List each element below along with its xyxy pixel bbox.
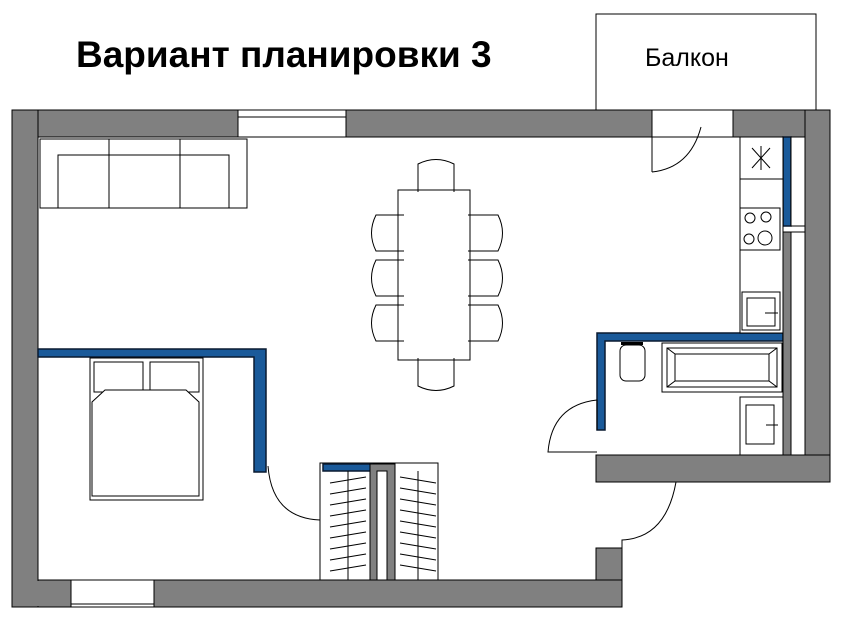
chair: [417, 358, 455, 391]
bathroom-door[interactable]: [547, 399, 598, 453]
kitchen-partition: [782, 136, 806, 456]
bathroom-sink-icon: [739, 396, 784, 456]
chair: [468, 259, 503, 297]
chair: [371, 304, 404, 342]
balcony-label: Балкон: [645, 44, 729, 72]
bed: [89, 357, 204, 501]
kitchen-sink-icon: [741, 291, 781, 331]
dining-chairs: [371, 159, 503, 391]
balcony: Балкон: [595, 13, 817, 111]
wardrobe: [319, 462, 439, 581]
dining-table: [397, 189, 471, 361]
fridge-icon: [751, 146, 771, 170]
window-top: [237, 109, 347, 138]
chair: [371, 259, 404, 297]
toilet-icon: [619, 342, 646, 382]
bathtub: [661, 342, 783, 393]
entrance-door[interactable]: [612, 481, 677, 549]
chair: [468, 214, 503, 252]
sofa: [39, 138, 248, 209]
bedroom-door[interactable]: [267, 465, 321, 521]
window-bottom: [70, 579, 155, 608]
chair: [417, 159, 455, 192]
stove-icon: [739, 207, 781, 251]
balcony-door[interactable]: [651, 109, 734, 173]
chair: [371, 214, 404, 252]
chair: [468, 304, 503, 342]
plan-title: Вариант планировки 3: [76, 34, 492, 75]
bedroom-partition: [37, 348, 267, 473]
